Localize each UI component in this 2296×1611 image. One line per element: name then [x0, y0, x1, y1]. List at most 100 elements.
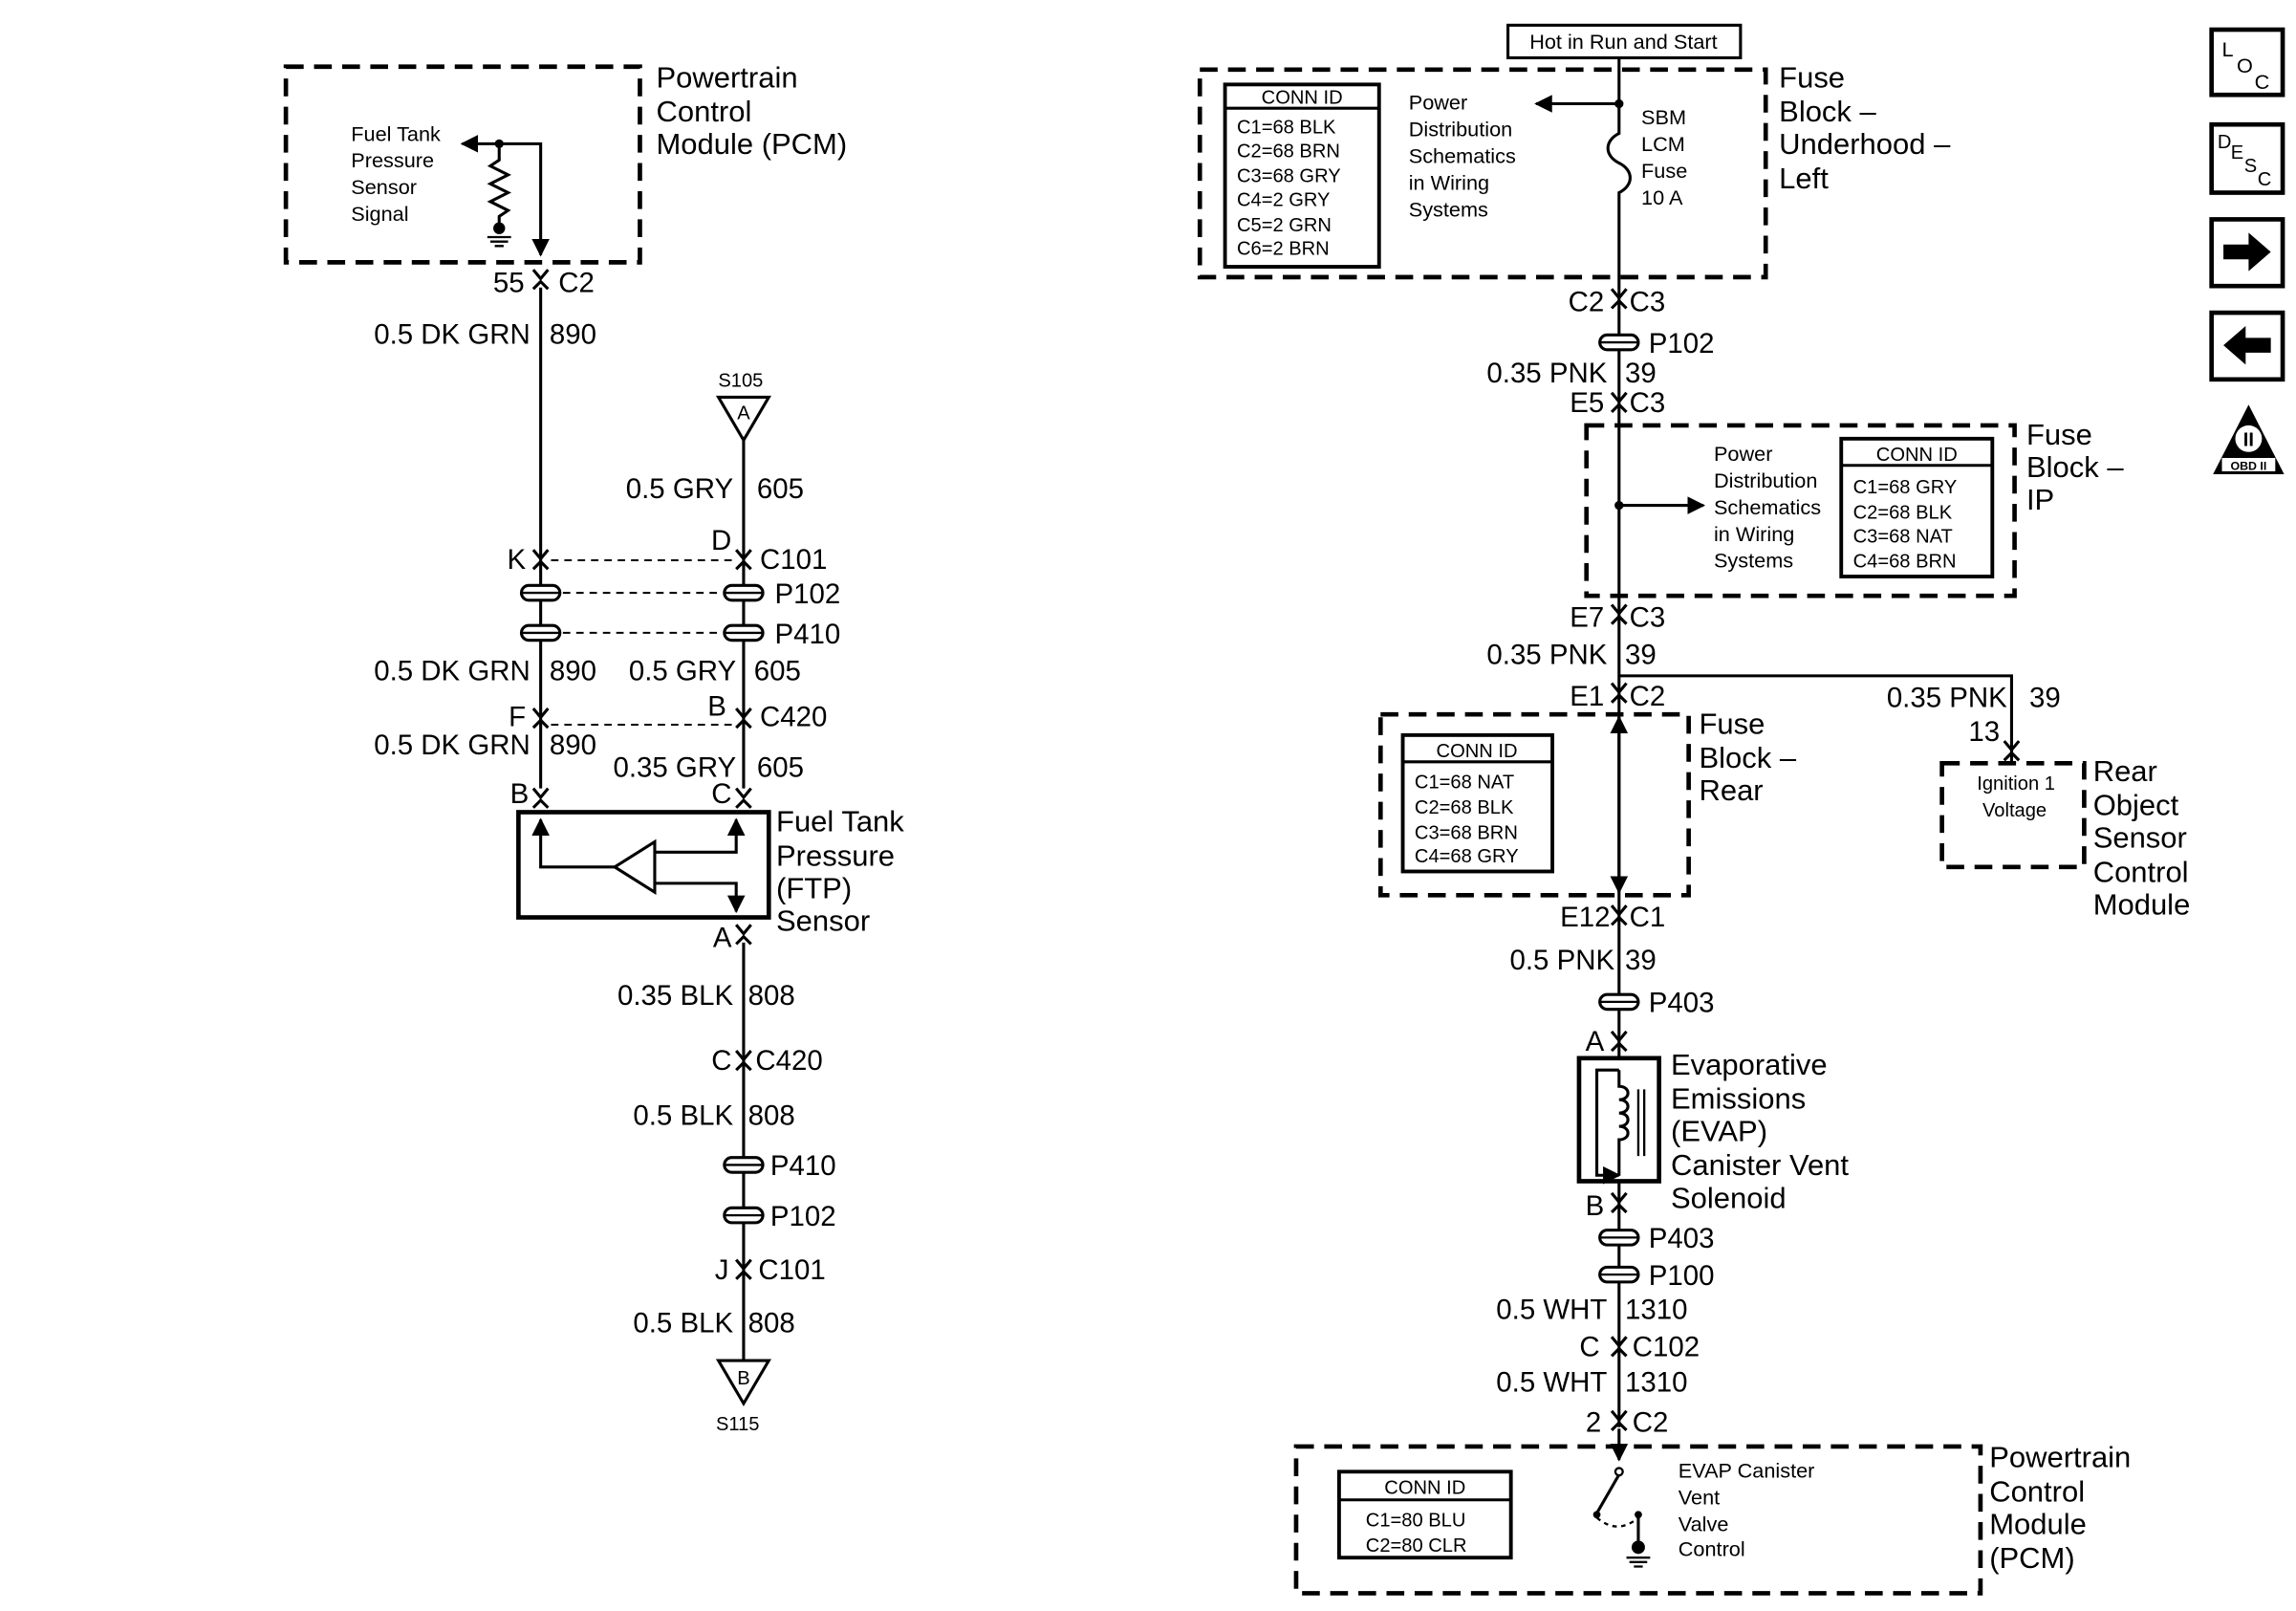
- wire-circuit-number: 890: [550, 729, 596, 761]
- connector-label: C2: [558, 267, 595, 298]
- pass-through-label: P102: [774, 578, 840, 610]
- next-arrow-icon[interactable]: [2209, 217, 2285, 289]
- pin-label: C: [711, 1045, 731, 1077]
- pass-through-label: P403: [1649, 1223, 1715, 1254]
- power-dist-ref[interactable]: in Wiring: [1714, 522, 1794, 546]
- fuse-block-title: Fuse: [1779, 60, 1845, 94]
- ros-title-line: Rear: [2093, 754, 2157, 788]
- conn-id-header: CONN ID: [1876, 445, 1958, 466]
- solenoid-coil-icon: [1617, 1070, 1630, 1176]
- pcm-control-label: EVAP Canister: [1679, 1458, 1815, 1482]
- pin-label: C: [1579, 1331, 1599, 1362]
- wire-circuit-number: 1310: [1625, 1367, 1687, 1399]
- power-dist-ref[interactable]: in Wiring: [1409, 170, 1489, 194]
- pcm-control-label: Control: [1679, 1537, 1745, 1561]
- ground-icon: [487, 222, 511, 248]
- fuse-label: Fuse: [1641, 159, 1687, 183]
- sensor-ref-line: [654, 817, 746, 854]
- pass-through-label: P403: [1649, 988, 1715, 1019]
- pin-label: D: [711, 525, 731, 556]
- ros-title-line: Sensor: [2093, 821, 2187, 855]
- power-dist-ref[interactable]: Power: [1714, 442, 1772, 466]
- conn-id-row: C6=2 BRN: [1237, 239, 1330, 260]
- conn-id-row: C4=68 GRY: [1415, 846, 1519, 867]
- ftp-title-line: Fuel Tank: [776, 805, 904, 838]
- back-arrow-icon[interactable]: [2209, 310, 2285, 382]
- fuse-block-ip-box: [1584, 423, 2017, 599]
- connector-label: C101: [758, 1254, 825, 1286]
- wire-circuit-number: 605: [757, 751, 804, 783]
- fuse-block-title: Rear: [1699, 773, 1763, 807]
- wire-circuit-number: 39: [1625, 358, 1657, 389]
- rear-object-sensor-module-box: [1939, 760, 2087, 870]
- connector-label: C101: [760, 544, 827, 576]
- wire-circuit-number: 605: [754, 656, 801, 687]
- power-dist-ref[interactable]: Power: [1409, 91, 1467, 115]
- ros-signal-label: Voltage: [1982, 800, 2047, 821]
- connector-label: C420: [760, 702, 827, 733]
- wire-gauge-color: 0.5 BLK: [633, 1100, 733, 1132]
- fuse-wire: [1606, 57, 1632, 291]
- fuse-block-title: Block –: [2026, 450, 2124, 484]
- pin-label: B: [510, 778, 530, 810]
- pin-label: F: [509, 702, 526, 733]
- conn-id-header: CONN ID: [1437, 741, 1518, 762]
- connector-label: C2: [1630, 681, 1666, 712]
- splice-s115-icon[interactable]: [715, 1359, 771, 1407]
- wire-gauge-color: 0.35 PNK: [1486, 358, 1607, 389]
- pcm-module-box: [283, 64, 642, 265]
- power-dist-ref[interactable]: Distribution: [1409, 118, 1512, 142]
- pass-through-label: P102: [770, 1201, 836, 1232]
- power-dist-ref[interactable]: Systems: [1714, 549, 1793, 573]
- sensor-ground-line: [654, 882, 746, 914]
- ftp-sensor-box[interactable]: [516, 810, 771, 920]
- fuse-label: LCM: [1641, 132, 1685, 156]
- loc-icon[interactable]: L O C: [2209, 27, 2285, 98]
- ros-title-line: Module: [2093, 887, 2191, 921]
- conn-id-row: C2=68 BRN: [1237, 141, 1340, 162]
- desc-icon[interactable]: D E S C: [2209, 121, 2285, 195]
- wire-circuit-number: 808: [748, 1100, 795, 1132]
- driver-switch-icon: [1592, 1428, 1642, 1543]
- wire-gauge-color: 0.35 PNK: [1887, 682, 2007, 713]
- pcm-control-label: Vent: [1679, 1485, 1720, 1509]
- pcm-signal-label: Sensor: [351, 175, 417, 199]
- power-dist-ref[interactable]: Systems: [1409, 197, 1488, 221]
- fuse-block-title: Left: [1779, 162, 1829, 195]
- pin-label: E7: [1570, 602, 1604, 634]
- pcm-title-line: Module (PCM): [657, 127, 848, 161]
- obd-ii-icon[interactable]: II OBD II: [2213, 404, 2285, 475]
- ftp-title-line: Sensor: [776, 903, 870, 937]
- splice-s105-icon[interactable]: [715, 395, 771, 444]
- conn-id-row: C3=68 GRY: [1237, 166, 1341, 187]
- conn-id-row: C4=68 BRN: [1853, 552, 1957, 573]
- evap-title-line: Emissions: [1671, 1081, 1806, 1115]
- conn-id-row: C1=68 NAT: [1415, 773, 1514, 794]
- ftp-title-line: Pressure: [776, 838, 895, 872]
- pcm-title-line: Control: [657, 95, 752, 128]
- power-dist-ref[interactable]: Schematics: [1409, 144, 1516, 168]
- pass-through-p102: [519, 583, 562, 602]
- wire-circuit-number: 890: [550, 656, 596, 687]
- conn-id-header: CONN ID: [1384, 1478, 1465, 1499]
- solenoid-internal-wire: [1595, 1068, 1621, 1185]
- wire-circuit-number: 39: [1625, 945, 1657, 976]
- desc-letter: C: [2258, 169, 2272, 190]
- splice-label: S115: [716, 1414, 760, 1435]
- wire-gauge-color: 0.5 PNK: [1510, 945, 1615, 976]
- pcm-internal-wire: [499, 142, 550, 257]
- pass-through-p102: [1598, 333, 1640, 352]
- amplifier-icon: [612, 838, 657, 895]
- pcm-control-label: Valve: [1679, 1512, 1729, 1535]
- power-dist-ref[interactable]: Schematics: [1714, 495, 1821, 519]
- connector-label: C1: [1630, 902, 1666, 933]
- ftp-sensor-circuit: Powertrain Control Module (PCM) Fuel Tan…: [283, 60, 904, 1435]
- power-dist-ref[interactable]: Distribution: [1714, 468, 1817, 492]
- connector-label: C3: [1630, 602, 1666, 634]
- loc-letter: O: [2237, 54, 2253, 77]
- connector-label: C3: [1630, 287, 1666, 318]
- wire-gauge-color: 0.5 WHT: [1496, 1367, 1607, 1399]
- connector-ftp-pin-a: [734, 923, 753, 946]
- conn-id-row: C2=80 CLR: [1366, 1535, 1467, 1557]
- connector-label: C3: [1630, 387, 1666, 419]
